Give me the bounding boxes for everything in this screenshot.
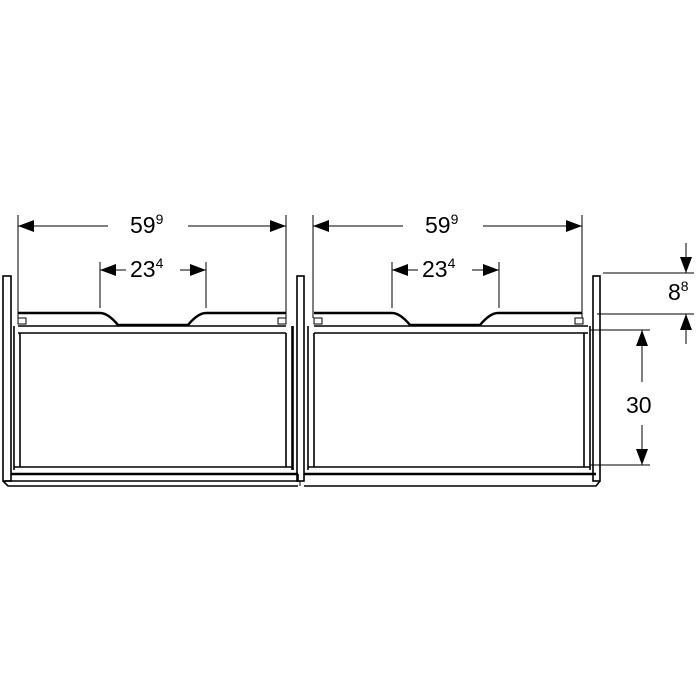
dim-drawer-height: 30 [626,392,652,419]
dimension-lines [17,215,694,466]
left-side-panel [2,275,12,482]
left-sink-top [18,311,286,327]
dim-right-inner: 234 [418,256,460,281]
right-sink-top [314,311,582,327]
dim-left-width: 599 [126,212,168,237]
dim-top-height: 88 [668,278,689,305]
left-cabinet [2,275,299,487]
center-divider [292,275,309,486]
right-side-panel [592,275,601,482]
dim-right-width: 599 [421,212,463,237]
right-cabinet [304,275,601,487]
dim-left-inner: 234 [126,256,168,281]
